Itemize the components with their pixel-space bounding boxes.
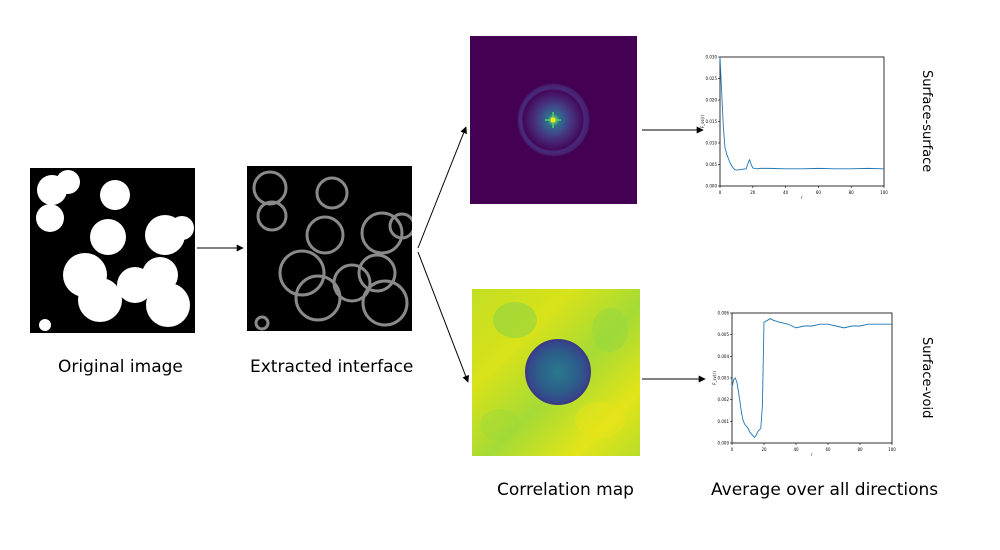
plot-frame [731, 312, 893, 444]
y-tick-label: 0.003 [718, 376, 730, 381]
caption-extracted-interface: Extracted interface [250, 357, 414, 377]
caption-original-image: Original image [58, 357, 183, 377]
arrow-interface-to-ss [417, 126, 467, 249]
series-line [731, 318, 892, 439]
y-tick-label: 0.005 [706, 162, 718, 167]
x-tick-label: 0 [731, 447, 734, 452]
x-axis-label: r [801, 195, 803, 200]
series-line [719, 56, 885, 171]
original-image [30, 168, 195, 333]
x-tick-label: 100 [888, 447, 896, 452]
y-tick-label: 0.000 [706, 184, 718, 189]
y-tick-label: 0.000 [718, 441, 730, 446]
y-tick-label: 0.015 [706, 119, 718, 124]
row-label-surface-surface: Surface-surface [919, 70, 934, 173]
y-tick-label: 0.006 [718, 311, 730, 316]
x-tick-label: 40 [783, 190, 789, 195]
x-tick-label: 80 [849, 190, 855, 195]
plot-frame [719, 56, 885, 187]
y-tick-label: 0.002 [718, 397, 730, 402]
y-tick-label: 0.005 [718, 332, 730, 337]
correlation-map-surface-void [472, 289, 640, 456]
correlation-map-surface-surface [470, 36, 637, 204]
x-tick-label: 100 [880, 190, 888, 195]
x-axis-label: r [811, 452, 813, 457]
y-axis-label: F_ss(r) [700, 114, 705, 128]
y-tick-label: 0.004 [718, 354, 730, 359]
x-tick-label: 20 [750, 190, 756, 195]
y-tick-label: 0.025 [706, 76, 718, 81]
plot-surface-surface: 0 20 40 60 80 100 0.000 0.005 0.010 0.015 0.020 0.0… [700, 55, 888, 201]
x-tick-label: 60 [825, 447, 831, 452]
caption-correlation-map: Correlation map [497, 480, 634, 500]
y-tick-label: 0.030 [706, 55, 718, 60]
arrow-interface-to-sv [417, 251, 470, 383]
row-label-surface-void: Surface-void [919, 337, 934, 419]
extracted-interface-image [247, 166, 412, 331]
x-tick-label: 60 [816, 190, 822, 195]
y-tick-label: 0.001 [718, 419, 730, 424]
x-tick-label: 20 [761, 447, 767, 452]
x-tick-label: 80 [857, 447, 863, 452]
flow-arrows [197, 126, 706, 383]
x-tick-label: 0 [719, 190, 722, 195]
y-tick-label: 0.020 [706, 98, 718, 103]
plot-surface-void: 0 20 40 60 80 100 0.000 0.001 0.002 0.003 0.004 0.0… [712, 311, 896, 458]
y-tick-label: 0.010 [706, 141, 718, 146]
x-tick-label: 40 [793, 447, 799, 452]
caption-average-directions: Average over all directions [711, 480, 939, 500]
y-axis-label: F_sv(r) [712, 371, 717, 385]
